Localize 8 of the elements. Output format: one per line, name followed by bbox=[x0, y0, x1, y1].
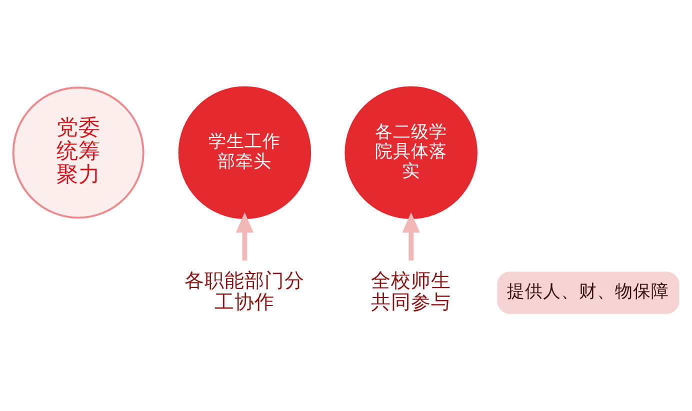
node-text: 全校师生共同参与 bbox=[371, 268, 452, 313]
node-circle: 各二级学院具体落实 bbox=[344, 86, 478, 219]
arrow bbox=[402, 212, 420, 260]
node-box: 提供人、财、物保障 bbox=[497, 271, 680, 314]
node-text: 各职能部门分工协作 bbox=[184, 268, 305, 313]
node-circle: 学生工作部牵头 bbox=[178, 86, 312, 219]
node-circle: 党委统筹聚力 bbox=[12, 86, 144, 218]
arrow bbox=[236, 212, 254, 260]
